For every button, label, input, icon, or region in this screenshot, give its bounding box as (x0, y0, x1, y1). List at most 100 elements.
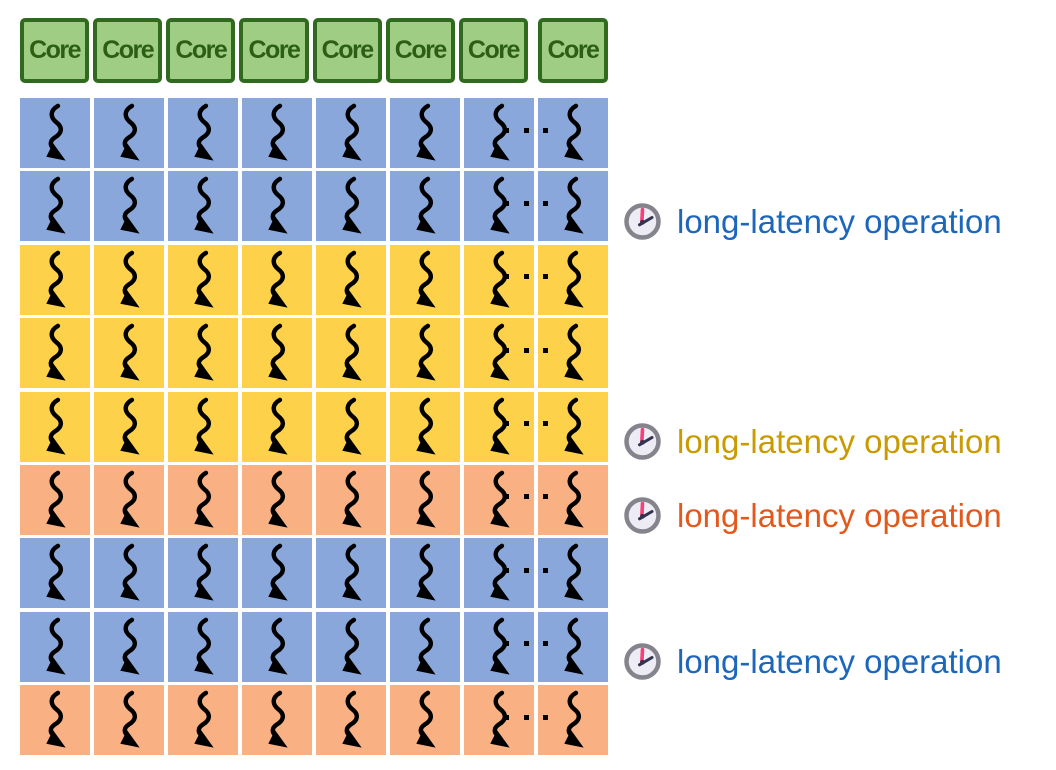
wavy-arrow-icon (268, 690, 288, 748)
cores-row: Core Core Core Core Core Core Core Core (20, 18, 608, 83)
thread-cell (168, 171, 238, 242)
wavy-arrow-icon (342, 103, 362, 161)
wavy-arrow-icon (46, 690, 66, 748)
thread-row-blue (20, 538, 608, 609)
thread-cell (94, 171, 164, 242)
thread-cell (94, 318, 164, 389)
wavy-arrow-icon (46, 323, 66, 381)
wavy-arrow-icon (268, 470, 288, 528)
thread-cell (464, 318, 534, 389)
thread-cell (242, 171, 312, 242)
wavy-arrow-icon (564, 470, 584, 528)
core-box: Core (312, 18, 382, 83)
wavy-arrow-icon (564, 617, 584, 675)
thread-cell (242, 244, 312, 315)
wavy-arrow-icon (416, 544, 436, 601)
thread-cell (390, 685, 460, 756)
wavy-arrow-icon (416, 690, 436, 748)
wavy-arrow-icon (268, 177, 288, 234)
clock-icon (624, 203, 661, 240)
wavy-arrow-icon (564, 103, 584, 161)
thread-cell (390, 464, 460, 535)
thread-cell (390, 98, 460, 168)
thread-cell (168, 391, 238, 462)
clock-icon (624, 423, 661, 460)
wavy-arrow-icon (490, 323, 510, 381)
thread-cell (464, 464, 534, 535)
thread-cell (20, 171, 90, 242)
wavy-arrow-icon (564, 690, 584, 748)
wavy-arrow-icon (342, 397, 362, 455)
thread-cell (94, 244, 164, 315)
wavy-arrow-icon (120, 544, 140, 601)
wavy-arrow-icon (46, 177, 66, 234)
thread-cell (168, 244, 238, 315)
long-latency-label: long-latency operation (622, 201, 1002, 242)
thread-row-blue (20, 171, 608, 242)
thread-cell (94, 391, 164, 462)
wavy-arrow-icon (268, 617, 288, 675)
long-latency-label: long-latency operation (622, 641, 1002, 682)
thread-cell (464, 171, 534, 242)
thread-row-yellow (20, 391, 608, 462)
thread-cell (464, 611, 534, 682)
core-box: Core (20, 18, 90, 83)
clock-icon (624, 643, 661, 681)
wavy-arrow-icon (120, 177, 140, 234)
wavy-arrow-icon (268, 103, 288, 161)
wavy-arrow-icon (194, 544, 214, 601)
thread-cell (464, 685, 534, 756)
thread-cell (390, 611, 460, 682)
wavy-arrow-icon (416, 250, 436, 308)
wavy-arrow-icon (342, 177, 362, 234)
wavy-arrow-icon (46, 397, 66, 455)
thread-row-blue (20, 611, 608, 682)
wavy-arrow-icon (194, 250, 214, 308)
thread-cell (94, 464, 164, 535)
thread-cell (538, 318, 608, 389)
long-latency-label-text: long-latency operation (677, 202, 1002, 240)
wavy-arrow-icon (490, 470, 510, 528)
thread-cell (242, 391, 312, 462)
wavy-arrow-icon (194, 397, 214, 455)
thread-cell (390, 538, 460, 609)
thread-cell (464, 391, 534, 462)
thread-cell (390, 171, 460, 242)
wavy-arrow-icon (46, 470, 66, 528)
thread-cell (316, 244, 386, 315)
wavy-arrow-icon (46, 103, 66, 161)
thread-cell (94, 611, 164, 682)
wavy-arrow-icon (490, 103, 510, 161)
wavy-arrow-icon (416, 470, 436, 528)
wavy-arrow-icon (120, 617, 140, 675)
thread-cell (20, 611, 90, 682)
thread-cell (168, 98, 238, 168)
thread-cell (538, 244, 608, 315)
thread-cell (242, 318, 312, 389)
core-box: Core (537, 18, 608, 83)
thread-cell (20, 391, 90, 462)
thread-cell (316, 464, 386, 535)
wavy-arrow-icon (342, 250, 362, 308)
thread-row-orange (20, 685, 608, 756)
thread-row-yellow (20, 244, 608, 315)
thread-cell (316, 318, 386, 389)
clock-icon (624, 496, 661, 534)
wavy-arrow-icon (194, 177, 214, 234)
wavy-arrow-icon (342, 690, 362, 748)
thread-cell (168, 611, 238, 682)
long-latency-label-text: long-latency operation (677, 496, 1002, 534)
thread-cell (538, 98, 608, 168)
thread-cell (390, 244, 460, 315)
wavy-arrow-icon (194, 617, 214, 675)
thread-cell (168, 538, 238, 609)
thread-cell (168, 685, 238, 756)
wavy-arrow-icon (342, 544, 362, 601)
wavy-arrow-icon (194, 470, 214, 528)
core-box: Core (93, 18, 163, 83)
wavy-arrow-icon (342, 470, 362, 528)
thread-cell (538, 611, 608, 682)
thread-row-orange (20, 464, 608, 535)
wavy-arrow-icon (268, 544, 288, 601)
